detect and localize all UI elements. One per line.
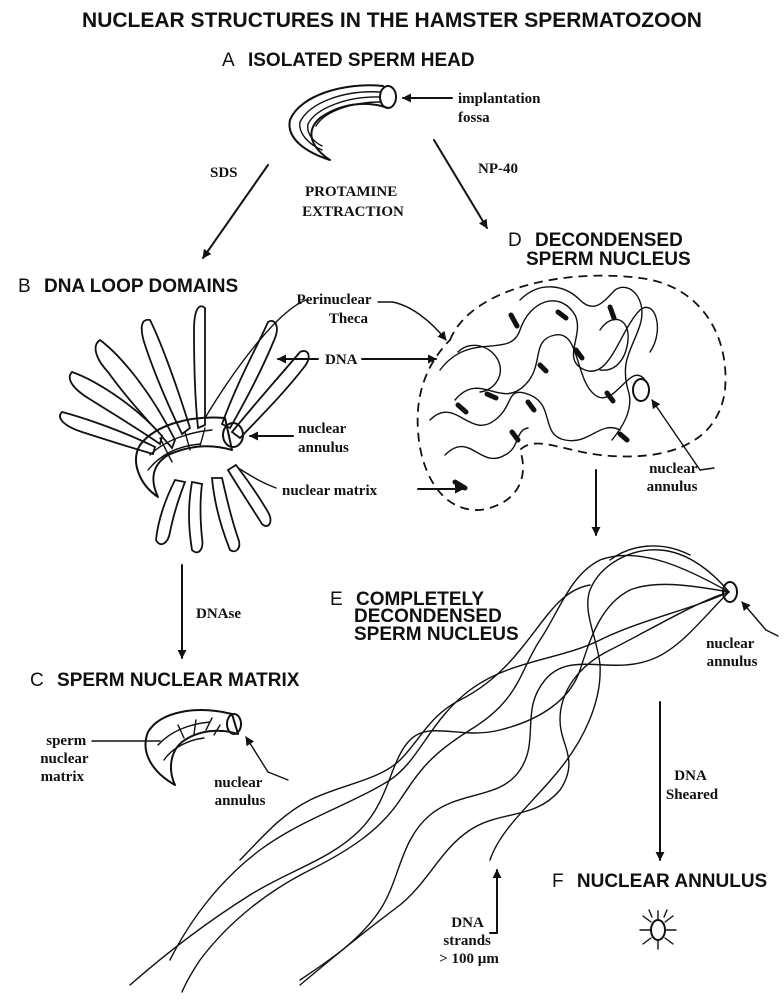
dna-strands-label-1: DNA [451,915,484,931]
nuclear-annulus-d [633,379,649,401]
dna-label: DNA [325,352,358,368]
arrow-a-to-d [434,140,487,228]
nuclear-matrix-label: nuclear matrix [282,483,378,499]
panel-a-letter: A [222,50,235,71]
dna-strands-label-3: > 100 µm [439,951,499,967]
panel-a: A ISOLATED SPERM HEAD implantation fossa… [203,50,544,258]
svg-text:B DNA LOOP DOMAINS: B DNA LOOP DOMAINS [18,276,238,297]
panel-a-title: ISOLATED SPERM HEAD [248,50,475,71]
panel-e-title-3: SPERM NUCLEUS [354,624,519,645]
svg-text:DNA strands > 100: DNA strands > 100 µm [439,915,499,967]
implantation-fossa-label-2: fossa [458,110,490,126]
dna-sheared-label-2: Sheared [666,787,719,803]
panel-c-letter: C [30,670,44,691]
dnase-label: DNAse [196,606,241,622]
nuclear-annulus-c-label-2: annulus [215,793,266,809]
nuclear-annulus-b-label-1: nuclear [298,421,347,437]
svg-text:implantation fossa: implantation fossa [458,91,544,126]
implantation-fossa-label-1: implantation [458,91,541,107]
perinuclear-theca-label-2: Theca [329,311,369,327]
sperm-nuclear-matrix-label-1: sperm [46,733,86,749]
protamine-extraction-label-1: PROTAMINE [305,184,397,200]
svg-text:sperm nuclear matr: sperm nuclear matrix [40,733,92,785]
panel-c: C SPERM NUCLEAR MATRIX sperm nuclear mat… [30,670,300,809]
svg-text:DNA Sheared: DNA Sheared [666,768,719,803]
perinuclear-theca-label-1: Perinuclear [297,292,372,308]
sperm-nuclear-matrix-shape [146,710,241,785]
nuclear-annulus-c-label-1: nuclear [214,775,263,791]
svg-text:nuclear annulus: nuclear annulus [298,421,350,456]
nuclear-annulus-d-label-2: annulus [647,479,698,495]
panel-d-letter: D [508,230,522,251]
svg-text:F NUCLEAR ANNULUS: F NUCLEAR ANNULUS [552,871,767,892]
sheared-nuclear-annulus [640,910,676,949]
sperm-nuclear-matrix-label-2: nuclear [40,751,89,767]
panel-b-letter: B [18,276,31,297]
svg-text:PROTAMINE EXTRACTION: PROTAMINE EXTRACTION [302,184,404,220]
dna-loop-domains [60,306,309,552]
svg-text:nuclear annulus: nuclear annulus [647,461,701,495]
nuclear-annulus-d-label-1: nuclear [649,461,698,477]
svg-text:A ISOLATED SPERM HEAD: A ISOLATED SPERM HEAD [222,50,475,71]
panel-c-title: SPERM NUCLEAR MATRIX [57,670,300,691]
sperm-nuclear-matrix-label-3: matrix [41,769,85,785]
panel-e-letter: E [330,589,343,610]
diagram-title: NUCLEAR STRUCTURES IN THE HAMSTER SPERMA… [82,9,702,32]
panel-d-title-1: DECONDENSED [535,230,683,251]
svg-text:Perinuclear Theca: Perinuclear Theca [297,292,375,327]
panel-f: F NUCLEAR ANNULUS [552,871,767,949]
np40-label: NP-40 [478,161,518,177]
decondensed-dna-loops [430,287,657,459]
nuclear-annulus-e-label-2: annulus [707,654,758,670]
svg-text:nuclear annulus: nuclear annulus [214,775,266,809]
panel-f-letter: F [552,871,564,892]
panel-d: D DECONDENSED SPERM NUCLEUS [418,230,726,535]
svg-text:nuclear annulus: nuclear annulus [706,636,758,670]
svg-text:C SPERM NUCLEAR MATRIX: C SPERM NUCLEAR MATRIX [30,670,300,691]
panel-f-title: NUCLEAR ANNULUS [577,871,767,892]
isolated-sperm-head [289,85,396,160]
dna-strands-label-2: strands [443,933,491,949]
nuclear-annulus-b-label-2: annulus [298,440,349,456]
dna-sheared-label-1: DNA [674,768,707,784]
panel-d-title-2: SPERM NUCLEUS [526,249,691,270]
nuclear-annulus-e-label-1: nuclear [706,636,755,652]
svg-text:D DECONDENSED: D DECONDENSED [508,230,683,251]
panel-b-title: DNA LOOP DOMAINS [44,276,238,297]
protamine-extraction-label-2: EXTRACTION [302,204,404,220]
sds-label: SDS [210,165,238,181]
